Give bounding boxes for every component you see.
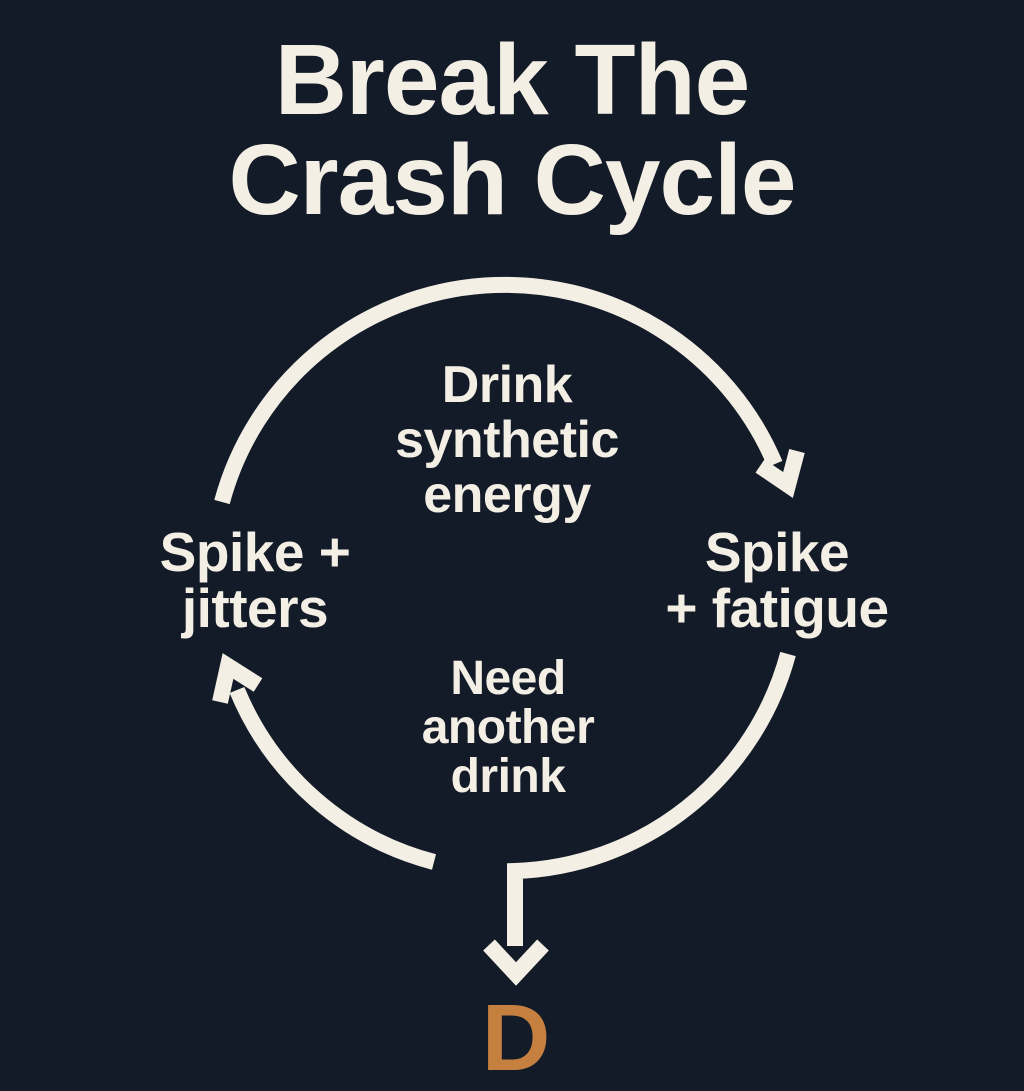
step-line: + fatigue	[665, 577, 889, 639]
poster-canvas: Break The Crash Cycle Drink synthetic en…	[0, 30, 1024, 1086]
step-line: Drink	[441, 356, 573, 414]
title-line-1: Break The	[274, 24, 751, 136]
step-line: jitters	[181, 577, 329, 639]
title-line-2: Crash Cycle	[228, 124, 796, 236]
arrowhead-right-icon	[755, 448, 805, 498]
cycle-arc-left	[229, 686, 437, 870]
cycle-step-spike-fatigue: Spike + fatigue	[627, 524, 927, 636]
cycle-arc-top	[214, 276, 783, 505]
step-line: drink	[450, 750, 566, 803]
exit-brand-letter: D	[481, 985, 551, 1091]
poster-title: Break The Crash Cycle	[0, 30, 1024, 230]
step-line: energy	[423, 466, 591, 524]
step-line: another	[421, 701, 595, 754]
arrowhead-up-left-icon	[212, 653, 263, 704]
arrowhead-down-icon	[483, 939, 549, 986]
cycle-step-drink-synthetic-energy: Drink synthetic energy	[307, 358, 707, 523]
step-line: Spike +	[159, 521, 351, 583]
cycle-diagram	[212, 276, 805, 986]
step-line: Spike	[704, 521, 850, 583]
step-line: synthetic	[395, 411, 619, 469]
cycle-step-need-another-drink: Need another drink	[308, 654, 708, 801]
step-line: Need	[450, 652, 566, 705]
cycle-step-spike-jitters: Spike + jitters	[105, 524, 405, 636]
cycle-arc-right-and-exit-line	[507, 651, 796, 946]
